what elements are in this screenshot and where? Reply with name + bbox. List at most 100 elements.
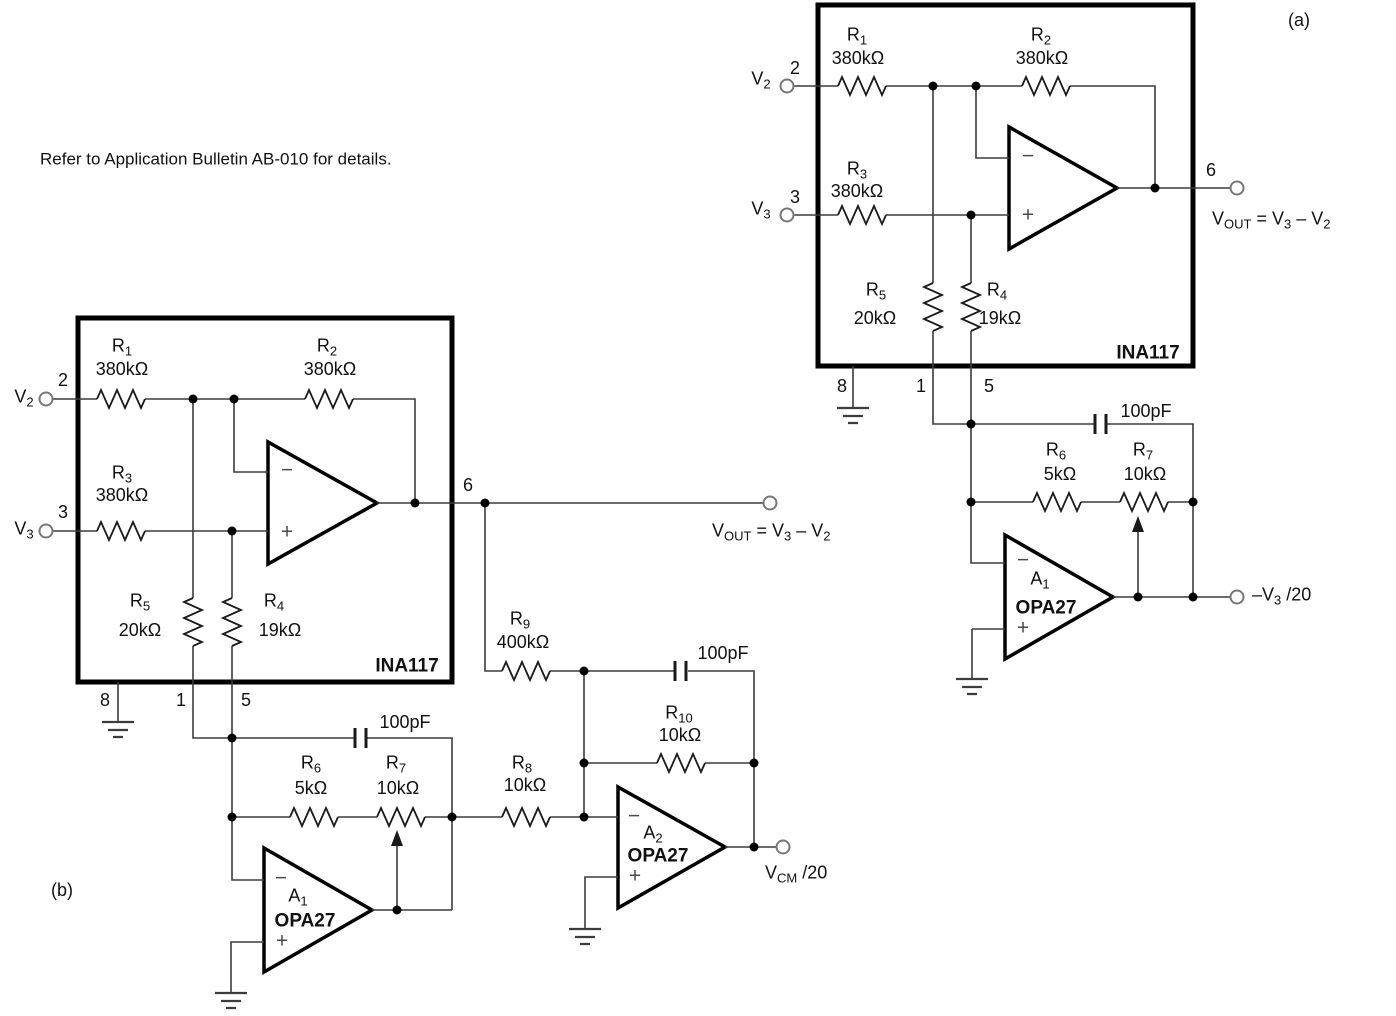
- label-r5-value-b: 20kΩ: [118, 620, 162, 640]
- capacitor-100pf-a2-b: [673, 661, 688, 681]
- label-r7-ref-b: R7: [385, 752, 407, 776]
- label-r2-ref-b: R2: [316, 335, 338, 359]
- pin-label-1-b: 1: [175, 690, 187, 710]
- pin-label-6-b: 6: [462, 475, 474, 495]
- pin-label-8-b: 8: [99, 690, 111, 710]
- label-r2-value-b: 380kΩ: [303, 359, 357, 379]
- equation-cm-out-b: VCM /20: [765, 862, 828, 886]
- opamp-symbol-a1-b: [262, 844, 376, 976]
- terminal-vout-b: [762, 495, 778, 511]
- figure-label-b: (b): [51, 880, 73, 900]
- ground-symbol-a1-b: [215, 991, 247, 1010]
- resistor-r3-b: [96, 519, 146, 543]
- resistor-r7-a: [1119, 490, 1169, 514]
- pin-label-2-b: 2: [57, 370, 69, 390]
- label-r6-ref-a: R6: [1045, 439, 1067, 463]
- resistor-r4-a: [959, 282, 983, 332]
- resistor-r7-b: [376, 805, 426, 829]
- label-a1-ref-a: A1: [1030, 568, 1050, 592]
- terminal-v2-b: [38, 391, 54, 407]
- label-r9-ref-b: R9: [509, 608, 531, 632]
- resistor-r5-a: [921, 282, 945, 332]
- label-r9-value-b: 400kΩ: [496, 632, 550, 652]
- net-label-v3-a: V3: [751, 198, 771, 222]
- resistor-r4-b: [220, 597, 244, 647]
- label-r1-ref-b: R1: [111, 335, 133, 359]
- resistor-r10-b: [656, 751, 706, 775]
- opamp-plus-marker-main-b: +: [280, 520, 294, 544]
- label-r5-ref-a: R5: [865, 279, 887, 303]
- equation-vout-b: VOUT = V3 – V2: [712, 520, 831, 544]
- label-r2-value-a: 380kΩ: [1015, 48, 1069, 68]
- reference-note: Refer to Application Bulletin AB-010 for…: [40, 149, 392, 169]
- wires-circuit-b: [53, 398, 776, 993]
- opamp-symbol-a1-a: [1003, 531, 1117, 663]
- terminal-v3-b: [38, 523, 54, 539]
- resistor-r6-b: [289, 805, 339, 829]
- capacitor-100pf-a: [1093, 414, 1108, 434]
- net-label-v2-b: V2: [14, 386, 34, 410]
- ground-symbol-a1-a: [956, 677, 988, 696]
- label-r4-value-a: 19kΩ: [978, 308, 1022, 328]
- label-r4-value-b: 19kΩ: [258, 620, 302, 640]
- ground-symbol-pin8-b: [102, 720, 134, 739]
- resistor-r8-b: [501, 805, 551, 829]
- terminal-ext-out-a: [1229, 589, 1245, 605]
- capacitor-100pf-a1-b: [353, 728, 368, 748]
- figure-label-a: (a): [1288, 10, 1310, 30]
- chip-label-ina117-b: INA117: [375, 655, 439, 677]
- net-label-v2-a: V2: [751, 68, 771, 92]
- opamp-minus-marker-a1-a: −: [1016, 548, 1030, 572]
- opamp-plus-marker-a1-b: +: [275, 929, 289, 953]
- label-r3-ref-b: R3: [111, 462, 133, 486]
- label-r10-ref-b: R10: [665, 702, 693, 726]
- pin-label-3-a: 3: [789, 187, 801, 207]
- chip-label-ina117-a: INA117: [1116, 342, 1180, 364]
- label-a2-part-b: OPA27: [627, 845, 689, 867]
- pin-label-2-a: 2: [789, 58, 801, 78]
- resistor-r1-a: [837, 74, 887, 98]
- opamp-symbol-main-b: [266, 439, 381, 567]
- resistor-r9-b: [501, 659, 551, 683]
- label-r10-value-b: 10kΩ: [658, 725, 702, 745]
- resistor-r5-b: [181, 597, 205, 647]
- label-r8-ref-b: R8: [511, 752, 533, 776]
- label-a1-part-b: OPA27: [274, 910, 336, 932]
- label-r7-value-a: 10kΩ: [1123, 464, 1167, 484]
- equation-ext-out-a: –V3 /20: [1252, 584, 1312, 608]
- wires-circuit-a: [794, 85, 1230, 679]
- label-r1-value-a: 380kΩ: [831, 48, 885, 68]
- opamp-plus-marker-main-a: +: [1021, 203, 1035, 227]
- pin-label-5-a: 5: [983, 376, 995, 396]
- ground-symbol-pin8-a: [837, 406, 869, 425]
- resistor-r3-a: [837, 203, 887, 227]
- terminal-vout-a: [1229, 180, 1245, 196]
- opamp-minus-marker-main-a: −: [1021, 144, 1035, 168]
- label-a2-ref-b: A2: [643, 822, 663, 846]
- opamp-minus-marker-a1-b: −: [274, 866, 288, 890]
- label-r3-value-b: 380kΩ: [95, 485, 149, 505]
- opamp-symbol-a2-b: [616, 784, 729, 912]
- label-r7-ref-a: R7: [1132, 439, 1154, 463]
- terminal-cm-out-b: [775, 839, 791, 855]
- label-cap-100pf-a: 100pF: [1120, 401, 1172, 421]
- label-r3-ref-a: R3: [846, 158, 868, 182]
- label-r5-value-a: 20kΩ: [853, 308, 897, 328]
- opamp-plus-marker-a2-b: +: [628, 864, 642, 888]
- label-cap-100pf-a1-b: 100pF: [379, 712, 431, 732]
- terminal-v3-a: [779, 207, 795, 223]
- label-cap-100pf-a2-b: 100pF: [697, 643, 749, 663]
- label-r4-ref-b: R4: [263, 590, 285, 614]
- label-r2-ref-a: R2: [1030, 24, 1052, 48]
- ina117-box-b: [75, 315, 455, 685]
- ground-symbol-a2-b: [569, 927, 601, 946]
- label-a1-ref-b: A1: [288, 885, 308, 909]
- label-r6-ref-b: R6: [300, 752, 322, 776]
- label-r7-value-b: 10kΩ: [376, 778, 420, 798]
- label-r6-value-b: 5kΩ: [294, 778, 328, 798]
- opamp-minus-marker-a2-b: −: [627, 804, 641, 828]
- resistor-r1-b: [96, 387, 146, 411]
- resistor-r2-a: [1021, 74, 1071, 98]
- pin-label-8-a: 8: [836, 376, 848, 396]
